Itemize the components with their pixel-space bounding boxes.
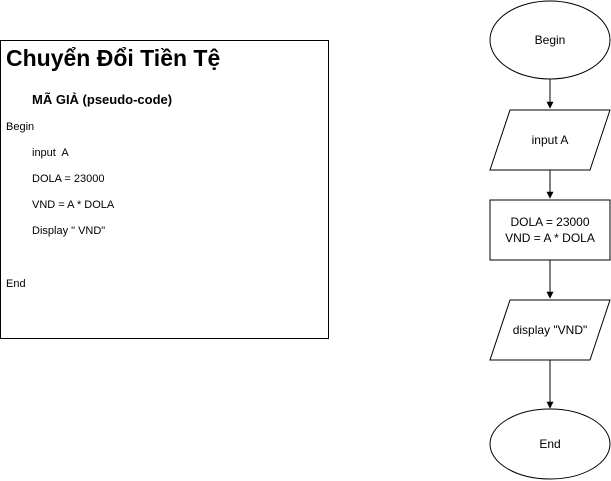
pseudocode-line-end: End [6, 278, 26, 290]
input-parallelogram [489, 109, 611, 171]
pseudocode-title: Chuyển Đổi Tiền Tệ [6, 45, 221, 71]
pseudocode-panel: Chuyển Đổi Tiền Tệ MÃ GIẢ (pseudo-code) … [0, 40, 329, 339]
process-line-2: VND = A * DOLA [505, 231, 595, 245]
pseudocode-subtitle: MÃ GIẢ (pseudo-code) [32, 92, 173, 107]
end-terminal [489, 408, 611, 480]
end-terminal-label: End [539, 437, 560, 451]
process-line-1: DOLA = 23000 [510, 215, 589, 229]
pseudocode-line-input: input A [32, 147, 69, 159]
output-parallelogram-label: display "VND" [513, 323, 588, 337]
pseudocode-line-vnd: VND = A * DOLA [32, 199, 115, 211]
input-parallelogram-label: input A [532, 133, 569, 147]
output-parallelogram [489, 299, 611, 361]
pseudocode-line-begin: Begin [6, 121, 35, 133]
start-terminal-label: Begin [535, 33, 566, 47]
process-box [489, 199, 611, 261]
pseudocode-line-dola: DOLA = 23000 [32, 173, 105, 185]
pseudocode-line-display: Display " VND" [32, 225, 106, 237]
